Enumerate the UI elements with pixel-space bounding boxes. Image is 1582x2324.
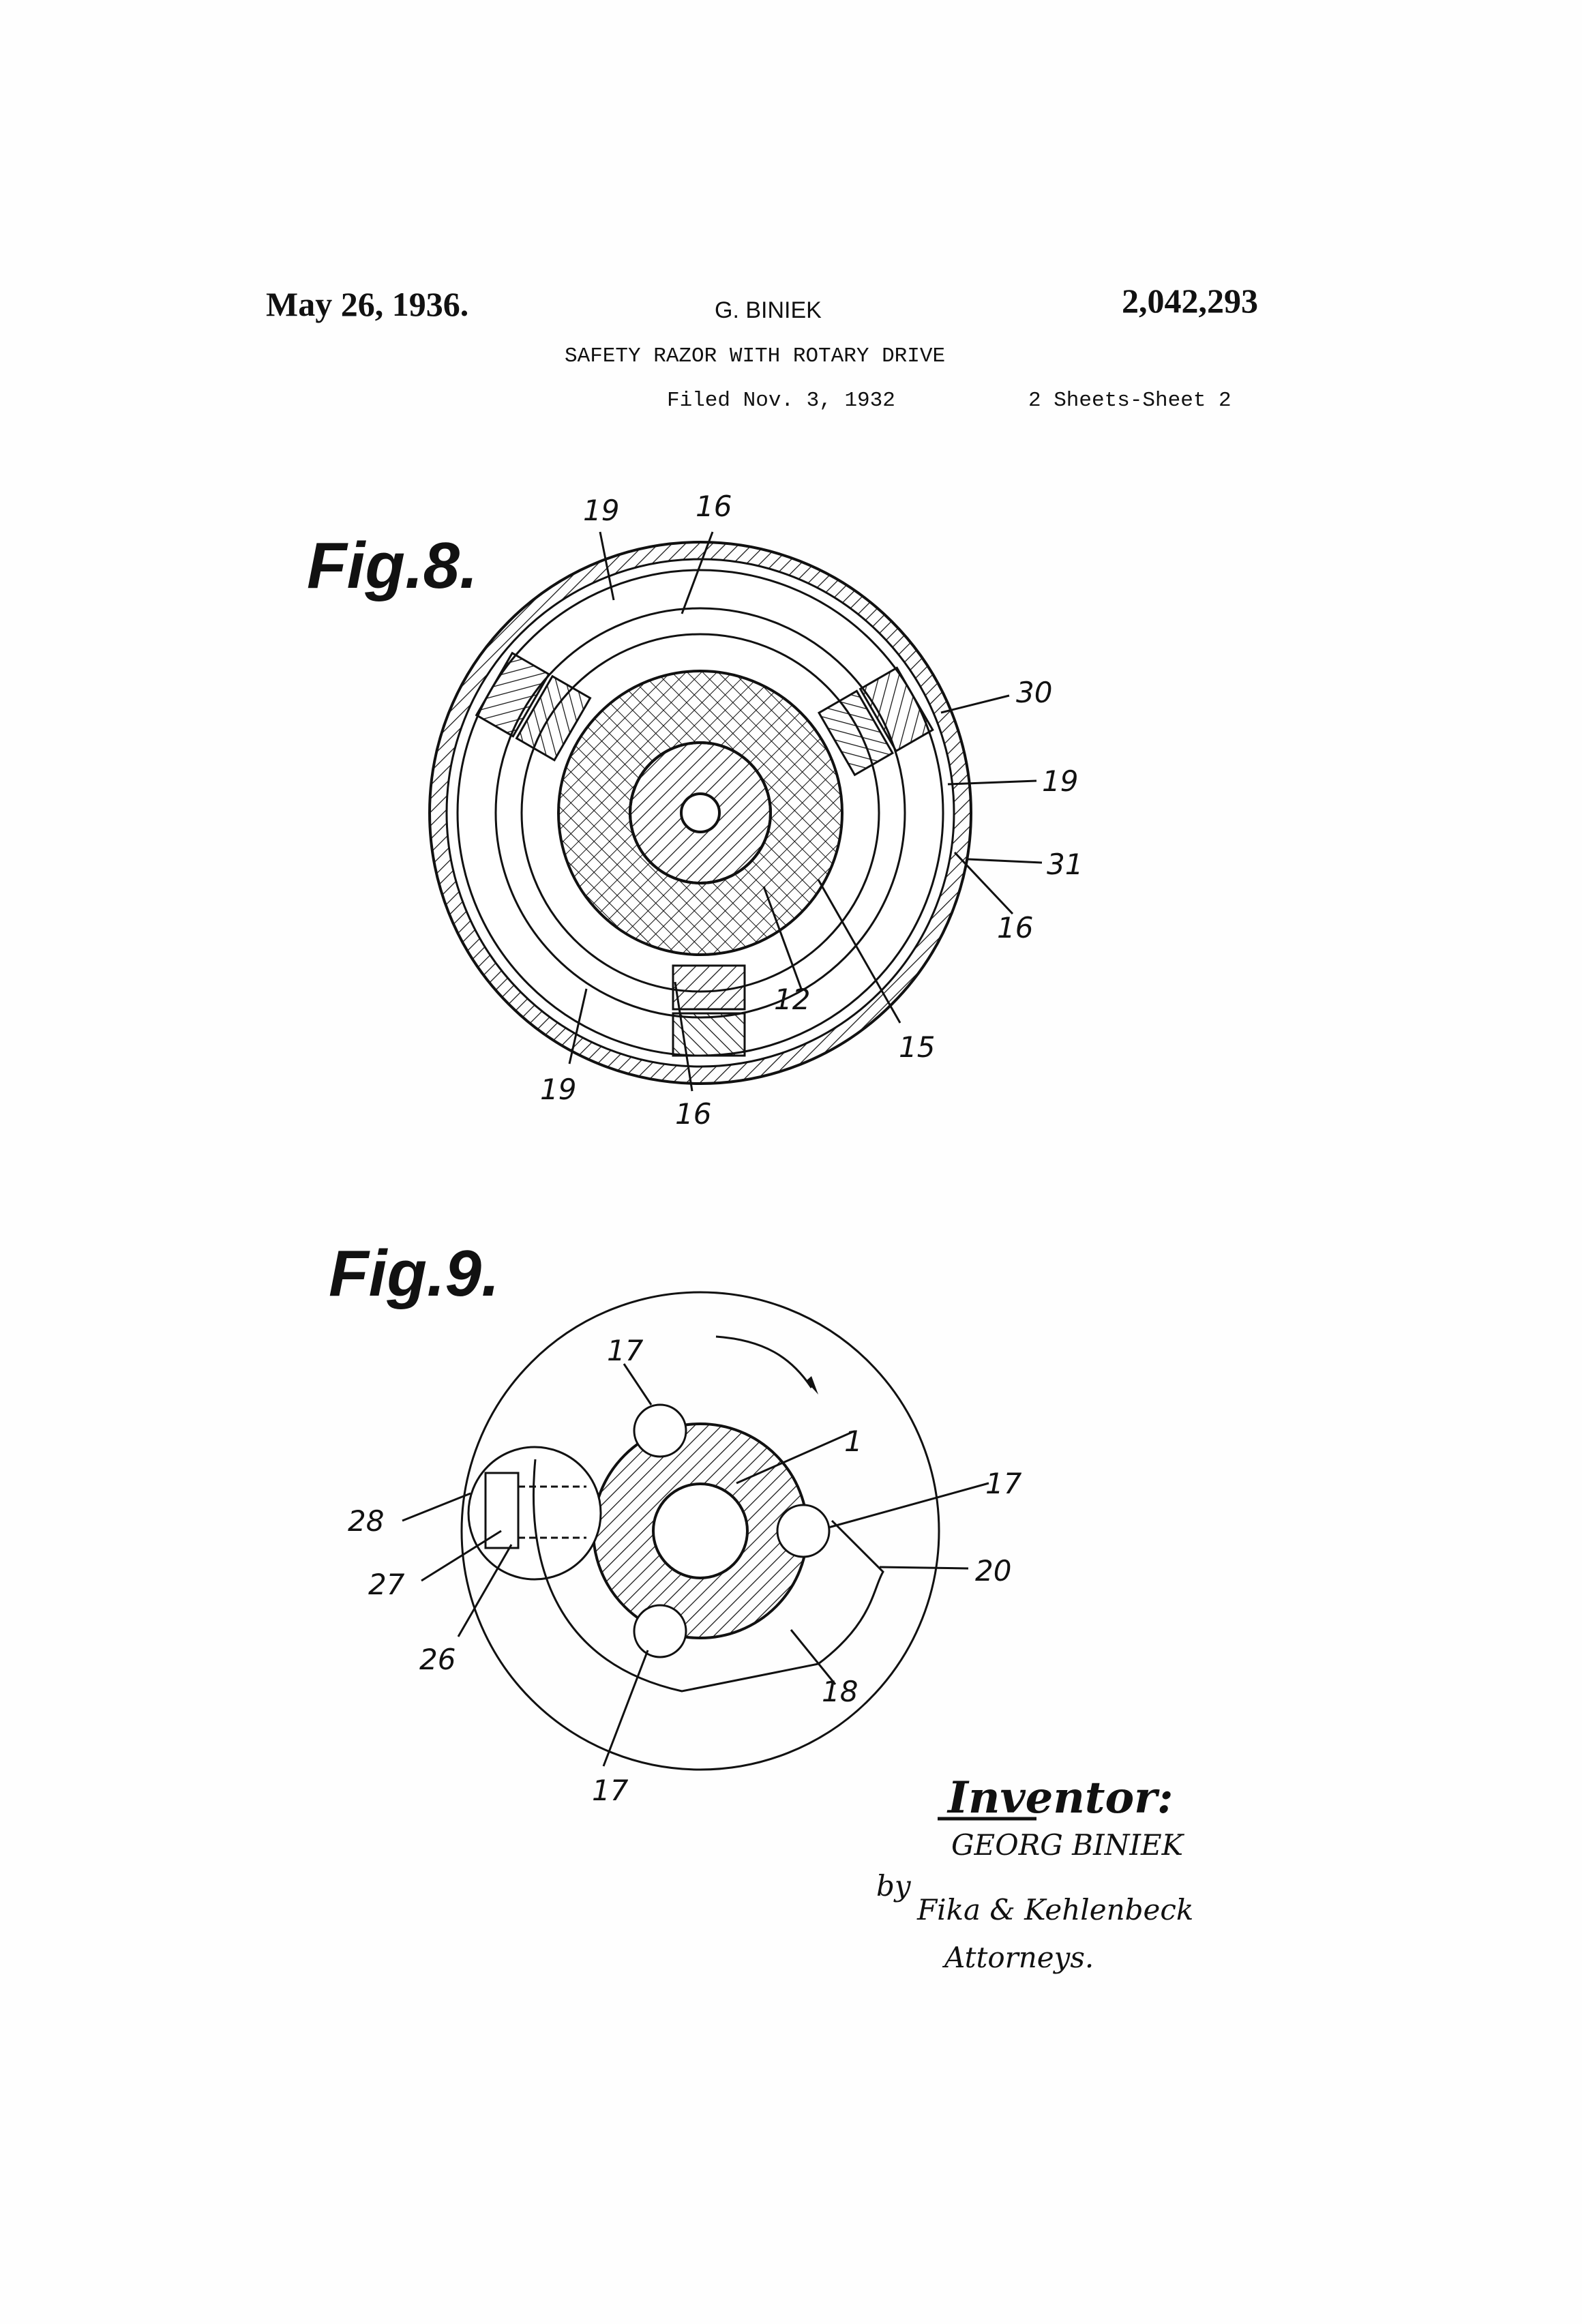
fig9-label-1: 1	[844, 1425, 863, 1458]
fig9-label-17a: 17	[607, 1334, 644, 1367]
patent-number: 2,042,293	[1122, 282, 1258, 320]
attorney-signature: Fika & Kehlenbeck	[916, 1893, 1193, 1926]
fig8-title: Fig.8.	[307, 529, 478, 602]
fig8-label-19a: 19	[583, 494, 619, 527]
fig8-label-15: 15	[899, 1030, 935, 1064]
fig8-label-12: 12	[774, 983, 810, 1016]
by-label: by	[876, 1869, 912, 1903]
fig9-label-17c: 17	[592, 1774, 629, 1807]
fig9-title: Fig.9.	[329, 1237, 500, 1310]
fig8-label-19c: 19	[540, 1073, 576, 1106]
fig8-label-30: 30	[1016, 676, 1052, 709]
patent-date: May 26, 1936.	[266, 285, 468, 323]
fig8-label-16a: 16	[696, 490, 732, 523]
fig8-label-19b: 19	[1042, 764, 1078, 798]
fig9-label-28: 28	[348, 1504, 384, 1538]
filed-date: Filed Nov. 3, 1932	[667, 389, 895, 413]
inventor-name: GEORG BINIEK	[951, 1828, 1185, 1862]
inventor-heading: Inventor:	[946, 1772, 1174, 1823]
fig9-label-20: 20	[975, 1554, 1011, 1588]
fig9-label-17b: 17	[985, 1467, 1022, 1500]
fig8-label-16b: 16	[997, 911, 1033, 944]
fig9-label-26: 26	[419, 1643, 456, 1676]
fig8-label-16c: 16	[675, 1097, 711, 1131]
patent-title: SAFETY RAZOR WITH ROTARY DRIVE	[565, 344, 945, 368]
fig8-drawing	[428, 531, 1043, 1092]
fig8-label-31: 31	[1047, 848, 1083, 881]
sheet-count: 2 Sheets-Sheet 2	[1028, 389, 1232, 413]
fig9-label-18: 18	[822, 1675, 858, 1708]
fig9-drawing	[402, 1291, 989, 1771]
fig9-label-27: 27	[368, 1568, 405, 1601]
attorneys-label: Attorneys.	[942, 1941, 1094, 1974]
inventor-header: G. BINIEK	[715, 297, 822, 323]
